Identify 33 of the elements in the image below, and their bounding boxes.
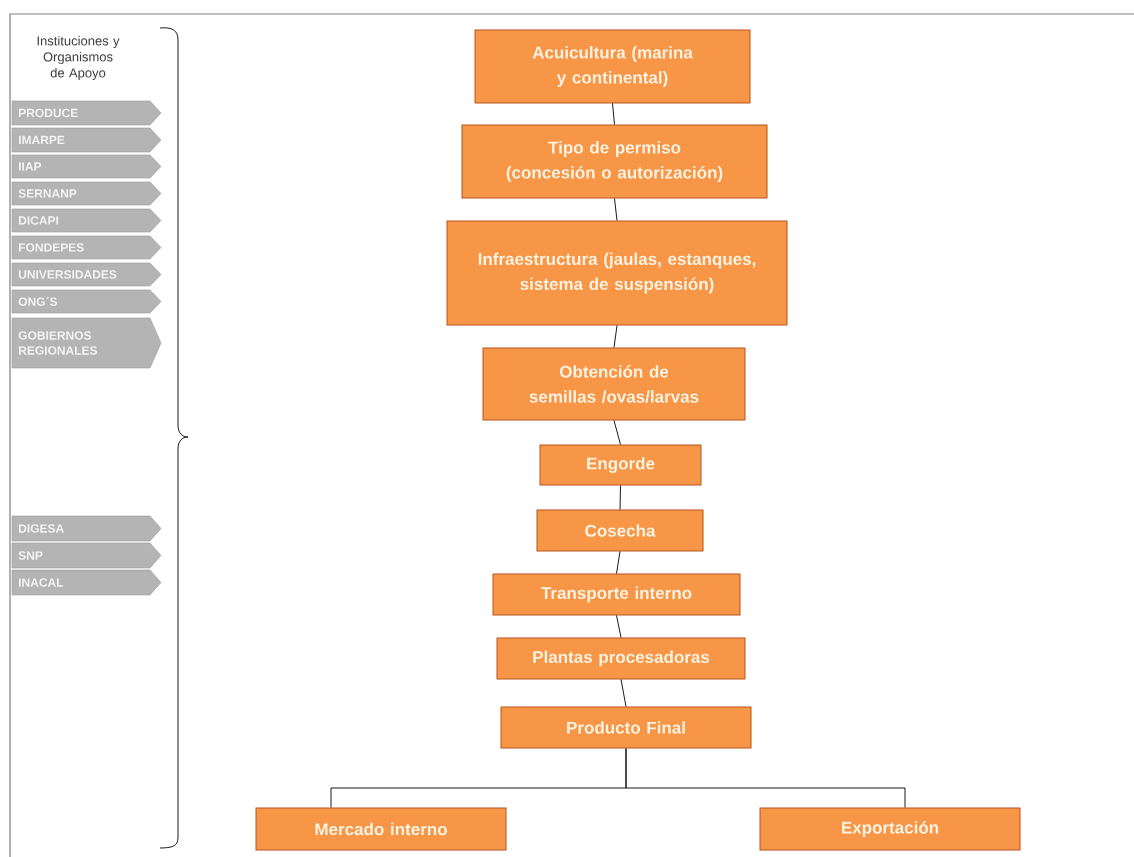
chevron-tab: DICAPI [11, 208, 162, 233]
connector-line [613, 420, 621, 445]
chevron-tab: INACAL [11, 569, 162, 596]
chevron-tab: PRODUCE [11, 100, 162, 126]
chevron-tab: IIAP [11, 154, 162, 179]
connector-line [620, 679, 627, 707]
process-box: Mercado interno [255, 807, 507, 851]
connector-line [625, 748, 906, 808]
connector-line [612, 103, 615, 125]
chevron-tab: GOBIERNOS REGIONALES [11, 317, 162, 369]
process-box: Producto Final [500, 706, 752, 749]
chevron-tab: UNIVERSIDADES [11, 262, 162, 287]
process-box: Obtención de semillas /ovas/larvas [482, 347, 746, 421]
chevron-tab: ONG´S [11, 289, 162, 314]
connector-line [616, 615, 622, 638]
chevron-tab: DIGESA [11, 515, 162, 542]
process-box: Tipo de permiso (concesión o autorización) [461, 124, 768, 199]
process-box: Cosecha [536, 509, 704, 552]
connector-line [614, 198, 618, 221]
process-box: Infraestructura (jaulas, estanques, sistema de suspensión) [446, 220, 788, 326]
chevron-tab: SNP [11, 542, 162, 569]
chevron-tab: FONDEPES [11, 235, 162, 260]
connector-line [616, 551, 621, 574]
process-box: Engorde [539, 444, 702, 486]
connector-line [619, 485, 621, 510]
process-box: Acuicultura (marina y continental) [474, 29, 751, 104]
process-box: Plantas procesadoras [496, 637, 746, 680]
chevron-tab: SERNANP [11, 181, 162, 206]
chevron-tab: IMARPE [11, 127, 162, 153]
process-box: Transporte interno [492, 573, 741, 616]
process-box: Exportación [759, 807, 1021, 851]
connector-line [613, 325, 618, 348]
column-heading: Instituciones y Organismos de Apoyo [37, 35, 120, 81]
